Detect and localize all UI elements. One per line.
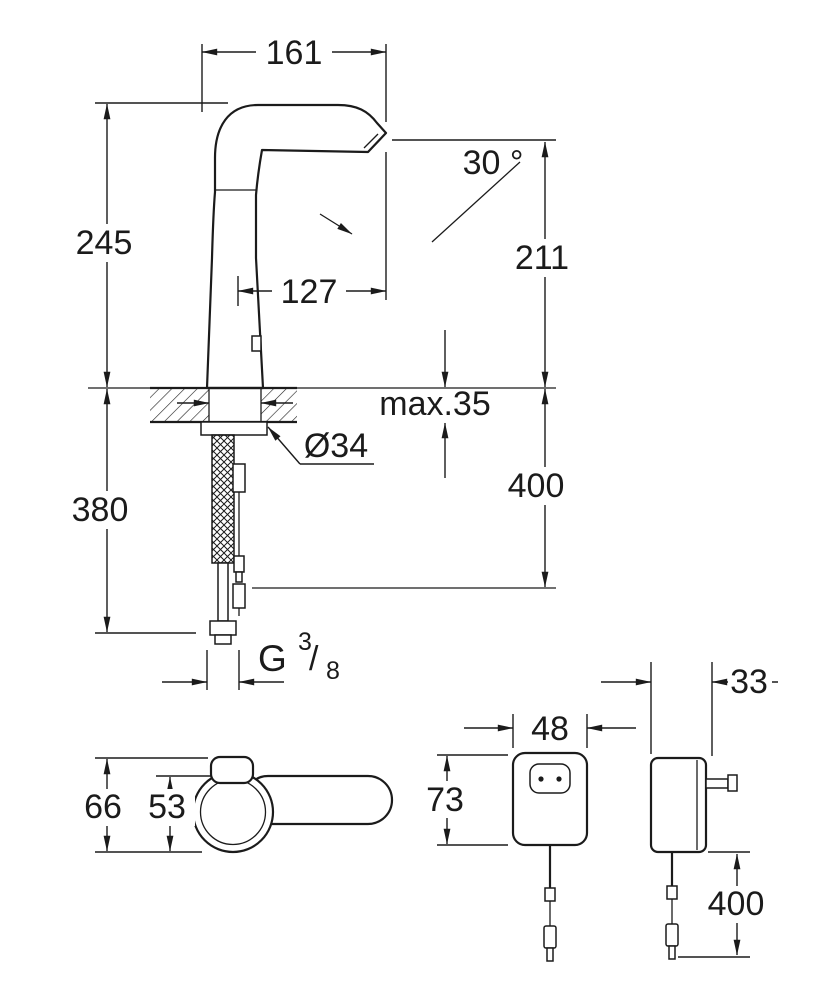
label-mask [66,224,142,262]
thread-letter: G [258,638,287,679]
deck-hatch-left [150,389,209,422]
psu-socket-face [529,763,571,794]
cable-ferrule [666,885,678,900]
cable-ferrule [233,555,245,573]
threaded-shank [211,434,235,564]
under-counter-assembly [200,421,556,645]
handle-top-view: 66 53 [76,755,394,854]
label-mask [506,239,578,277]
thread-denominator: 8 [326,657,340,685]
angle-arrow [319,213,353,235]
dim-max-deck-thickness: max.35 [366,330,504,478]
label-mask [272,273,346,311]
dim-angle-label: 30 ° [463,144,524,182]
dim-hose-length: 400 [498,388,574,588]
dim-overall-depth: 66 [76,757,208,853]
power-supply-side-view: 33 400 [601,662,778,960]
label-mask [498,467,574,505]
dim-cable-length: 400 [678,851,770,958]
plug-pin [705,778,729,789]
thread-numerator: 3 [298,628,312,656]
leader-line [267,426,301,465]
cable-connector [665,923,679,947]
label-mask [62,491,138,529]
dim-outlet-height: 211 [392,139,578,388]
socket-hole-left [538,776,544,782]
label-mask [140,789,195,826]
dim-handle-depth-label: 53 [148,788,186,826]
dim-outlet-height-label: 211 [515,239,569,277]
dim-shank-length: 380 [62,388,196,634]
cable-connector-tip [668,945,676,960]
dim-shank-length-label: 380 [72,491,129,529]
mounting-washer [200,421,268,436]
faucet-body-outline [205,103,388,390]
handle-tab [209,755,255,785]
dim-overall-depth-label: 66 [84,788,122,826]
dim-thread-size: G 3 / 8 [162,628,340,690]
cable-ferrule [544,887,556,902]
aerator-line [363,133,379,149]
dim-aerator-angle: 30 ° [319,144,524,243]
angle-leader-line [431,161,521,243]
label-mask [256,34,332,72]
dim-psu-depth: 33 [601,662,778,756]
plug-pin-tip [727,774,738,792]
shank-side-fitting [232,463,246,493]
socket-hole-right [556,776,562,782]
dim-max-thickness-label: max.35 [379,385,491,423]
dim-handle-depth: 53 [140,775,212,852]
dim-projection-label: 127 [281,273,338,311]
label-mask [366,390,504,422]
dim-cable-length-label: 400 [708,885,765,923]
dim-spout-reach: 161 [201,34,387,122]
dim-height-label: 245 [76,224,133,262]
label-mask [702,886,770,923]
dim-hole-diameter-label: Ø34 [304,427,368,465]
cable-neck [235,571,243,583]
supply-nut [209,620,237,636]
dim-hose-length-label: 400 [508,467,565,505]
dim-psu-height: 73 [417,754,508,846]
dim-psu-depth-label: 33 [730,663,768,701]
dim-height-to-aerator: 245 [66,102,228,388]
supply-pipe [217,562,229,622]
dim-psu-height-label: 73 [426,781,464,819]
cable-connector [543,925,557,949]
label-mask [728,664,772,698]
label-mask [76,789,131,826]
dim-spout-projection: 127 [237,152,387,311]
sensor-window [251,335,262,352]
dim-psu-width: 48 [464,710,636,748]
thread-slash: / [309,640,319,678]
label-mask [417,781,473,818]
dim-spout-reach-label: 161 [266,34,323,72]
deck-section [150,386,297,424]
deck-hatch-right [261,389,297,422]
psu-housing-side [649,756,708,854]
power-supply-front-view: 48 73 [417,710,636,962]
supply-nipple [214,634,232,645]
cable-plug [232,583,246,609]
cable-connector-tip [546,947,554,962]
dim-psu-width-label: 48 [531,710,569,748]
dim-hole-diameter: Ø34 [177,399,374,465]
